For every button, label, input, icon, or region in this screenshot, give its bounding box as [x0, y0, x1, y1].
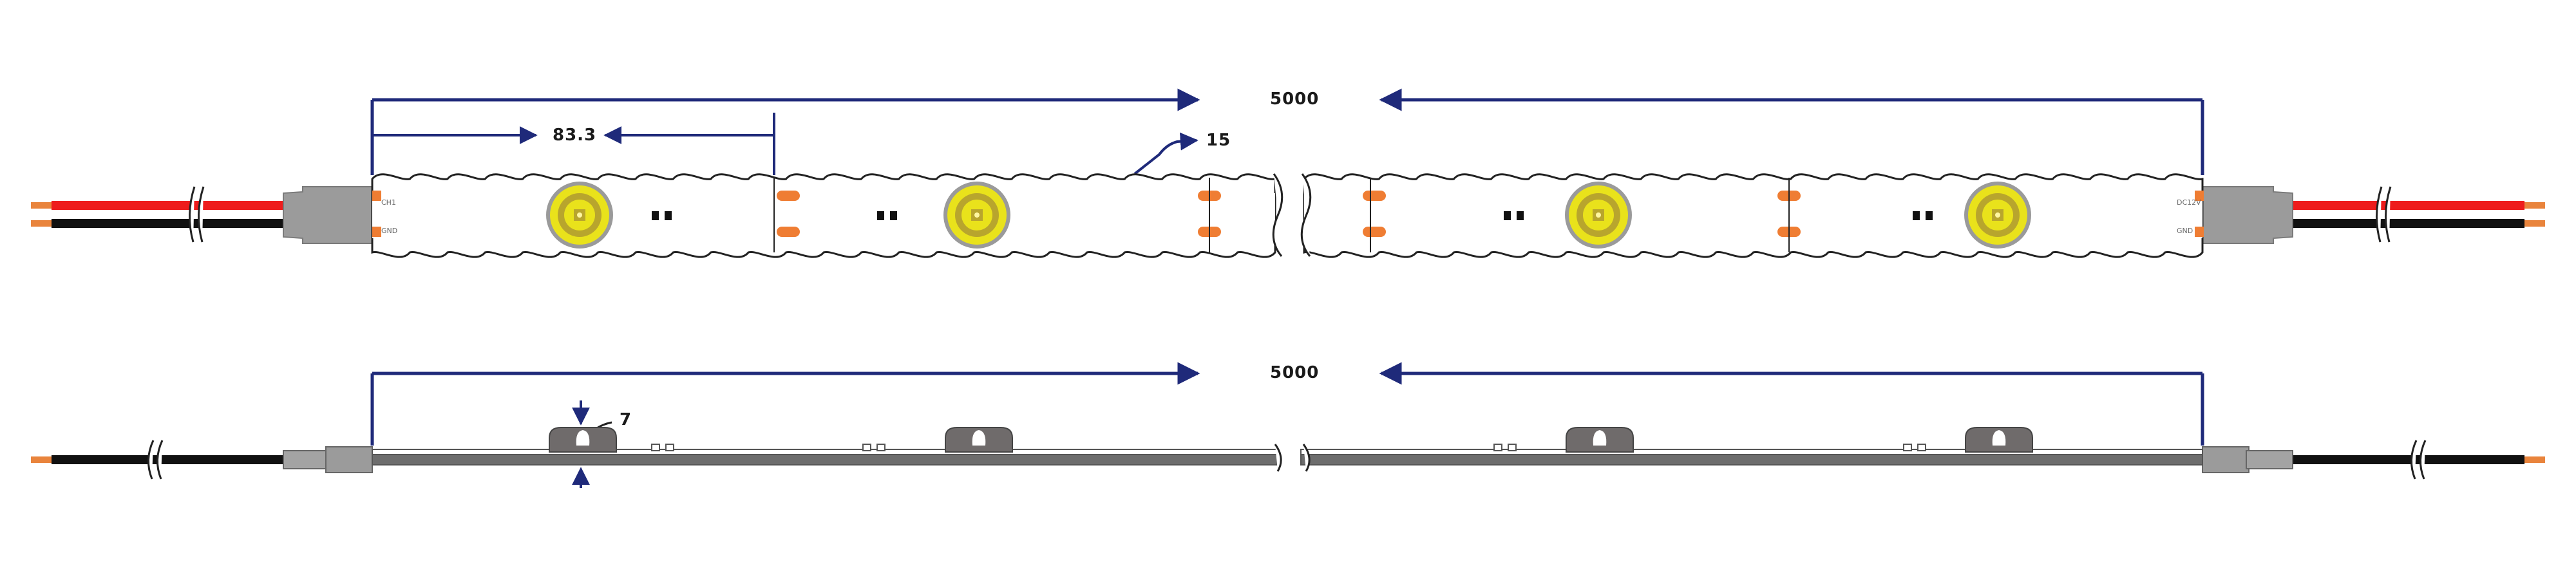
mounting-clip-icon — [1566, 427, 1634, 453]
wire-tip — [2524, 202, 2545, 209]
side-left-connector — [283, 450, 329, 469]
resistor-mark — [1913, 211, 1920, 220]
pad-label: DC12V — [2177, 198, 2201, 207]
wire-tip — [31, 202, 52, 209]
mounting-clip-icon — [549, 427, 617, 453]
pad-label: GND — [381, 227, 397, 235]
strip-band — [1304, 193, 2202, 238]
side-component — [876, 444, 886, 451]
pad-labels: CH1 GND DC12V GND — [381, 198, 2201, 235]
led-dot — [1596, 212, 1601, 218]
wire-tip — [2524, 220, 2545, 227]
wire-cut-icon — [147, 440, 164, 480]
resistor-mark — [652, 211, 659, 220]
solder-pad-icon — [2195, 191, 2204, 201]
strip-body-left — [371, 173, 1276, 258]
resistor-mark — [1926, 211, 1933, 220]
overall-length-dimension — [370, 88, 2204, 175]
led-dot — [1995, 212, 2000, 218]
solder-pads — [372, 178, 2204, 252]
clip-window — [1593, 430, 1607, 446]
side-components — [651, 444, 1926, 451]
side-right-connector-cap — [2202, 446, 2249, 473]
resistor-mark — [877, 211, 884, 220]
wire-positive — [52, 201, 283, 210]
side-right-connector — [2246, 450, 2293, 469]
clip-window — [1992, 430, 2006, 446]
led-chip-icon — [536, 182, 623, 249]
led-chip-icon — [1954, 182, 2041, 249]
side-component — [1508, 444, 1517, 451]
led-dot — [577, 212, 582, 218]
mounting-clip-icon — [945, 427, 1013, 453]
led-chip-icon — [933, 182, 1021, 249]
strip-band — [372, 193, 1275, 238]
led-dot — [974, 212, 980, 218]
strip-body-right — [1303, 173, 2204, 258]
led-chip-icon — [1555, 182, 1642, 249]
wire-negative — [52, 219, 283, 228]
resistor-mark — [665, 211, 672, 220]
right-end-connector — [2202, 186, 2293, 244]
solder-pad-icon — [1363, 227, 1386, 237]
pad-label: CH1 — [381, 198, 396, 207]
wire-tip — [31, 456, 52, 463]
side-strip-profile — [372, 449, 2203, 465]
side-component — [1903, 444, 1912, 451]
solder-pad-icon — [1363, 191, 1386, 201]
mounting-clips — [549, 427, 2033, 453]
left-end-connector — [283, 186, 373, 244]
top-view: 5000 83.3 15 — [31, 88, 2545, 258]
height-label: 7 — [620, 410, 632, 429]
solder-pad-icon — [2195, 227, 2204, 237]
break-mark-icon — [1272, 173, 1312, 257]
clip-window — [576, 430, 590, 446]
right-input-wires — [2293, 186, 2545, 243]
resistor-mark — [1517, 211, 1524, 220]
wire-cut-icon — [2410, 440, 2427, 480]
side-component — [862, 444, 871, 451]
solder-pad-icon — [372, 227, 381, 237]
wire-cut-icon — [2376, 186, 2392, 243]
resistor-mark — [1504, 211, 1511, 220]
clip-window — [972, 430, 986, 446]
wire-cut-icon — [189, 186, 205, 243]
break-mark-icon — [1274, 444, 1311, 472]
solder-pad-icon — [372, 191, 381, 201]
wire-positive — [2293, 201, 2524, 210]
side-component — [651, 444, 660, 451]
side-component — [665, 444, 674, 451]
wire-tip — [31, 220, 52, 227]
led-chips — [536, 182, 2041, 249]
side-left-connector-cap — [325, 446, 373, 473]
solder-pad-icon — [777, 191, 800, 201]
wire-negative — [2293, 219, 2524, 228]
resistor-mark — [890, 211, 897, 220]
pad-label: GND — [2177, 227, 2193, 235]
overall-length-label: 5000 — [1270, 89, 1319, 109]
side-left-wire — [52, 455, 283, 464]
side-component — [1493, 444, 1502, 451]
solder-pad-icon — [777, 227, 800, 237]
pitch-dimension — [374, 113, 775, 175]
side-right-wire — [2293, 455, 2524, 464]
width-label: 15 — [1206, 131, 1231, 150]
side-component — [1917, 444, 1926, 451]
mounting-clip-icon — [1965, 427, 2033, 453]
left-input-wires — [31, 186, 283, 243]
side-view: 5000 7 — [31, 362, 2545, 488]
pitch-label: 83.3 — [553, 126, 596, 145]
wire-tip — [2524, 456, 2545, 463]
side-overall-length-dimension — [370, 362, 2204, 446]
side-overall-length-label: 5000 — [1270, 363, 1319, 382]
